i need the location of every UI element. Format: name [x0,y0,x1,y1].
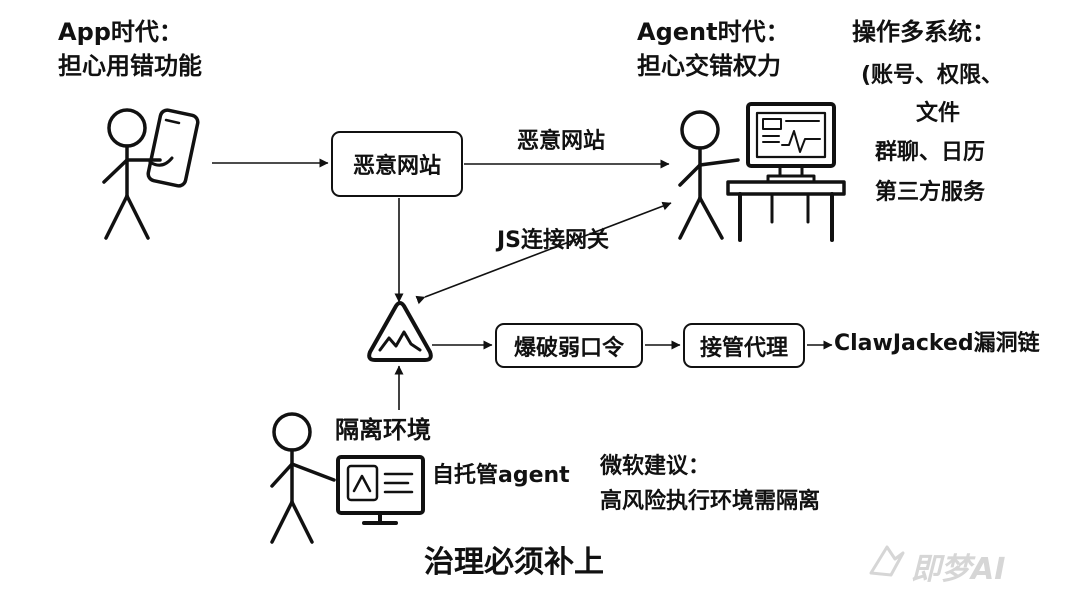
app-era-concern: 担心用错功能 [58,52,202,80]
agent-era-concern: 担心交错权力 [637,52,781,80]
watermark-text: 即梦AI [911,552,1006,587]
malicious-site-node: 恶意网站 [331,131,463,197]
app-user-figure [102,108,162,240]
smartphone-icon [146,108,200,188]
result-label: ClawJacked漏洞链 [834,331,1040,356]
watermark-logo-icon [869,545,905,577]
microsoft-advice-title: 微软建议： [600,454,711,479]
gateway-icon [367,301,433,362]
monitor-icon [336,455,425,525]
isolated-env-label: 隔离环境 [335,416,431,444]
multi-system-item: 文件 [916,101,961,126]
microsoft-advice-text: 高风险执行环境需隔离 [600,489,821,514]
agent-user-figure [678,110,740,240]
multi-system-item: 群聊、日历 [875,140,986,165]
brute-force-node: 爆破弱口令 [495,323,643,368]
takeover-node: 接管代理 [683,323,805,368]
multi-system-item: (账号、权限、 [861,63,1004,88]
edge-label-js-gateway: JS连接网关 [497,228,610,253]
arrow-js-gateway [415,201,672,305]
agent-era-title: Agent时代： [637,18,790,46]
app-era-title: App时代： [58,18,183,46]
multi-system-item: 第三方服务 [875,180,986,205]
desktop-computer-icon [726,102,846,242]
multi-system-title: 操作多系统： [852,18,996,46]
edge-label-malicious-site: 恶意网站 [517,129,606,154]
conclusion-text: 治理必须补上 [424,545,604,580]
self-hosted-agent-label: 自托管agent [432,463,570,488]
self-host-figure [270,412,336,544]
